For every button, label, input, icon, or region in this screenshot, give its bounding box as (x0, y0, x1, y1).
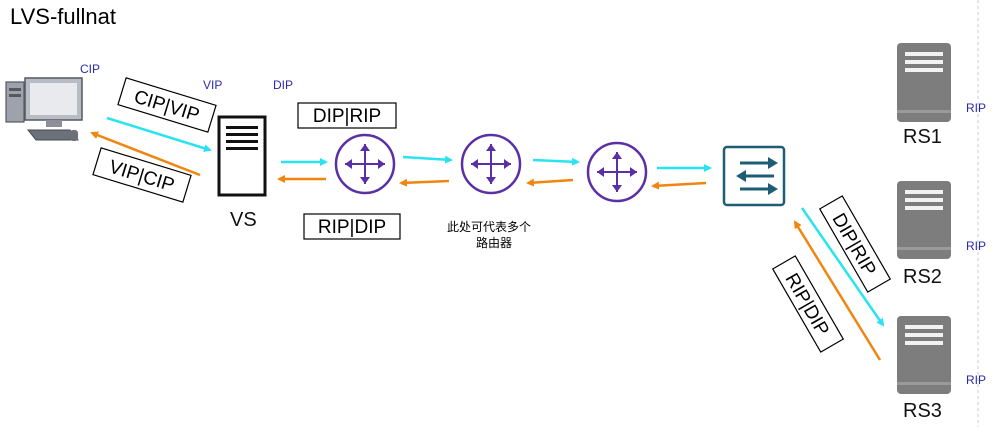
dip-label: DIP (273, 78, 293, 92)
rip-label-rs1: RIP (966, 101, 986, 115)
rs1-server-icon (897, 43, 951, 122)
packet-box-rip-dip-bottom: RIP|DIP (303, 213, 401, 240)
packet-box-dip-rip-top: DIP|RIP (297, 102, 397, 129)
router-note-line2: 路由器 (476, 235, 512, 250)
rs2-server-icon (897, 181, 951, 259)
router-note-line1: 此处可代表多个 (447, 220, 531, 234)
arrow-router2-to-router1 (399, 178, 450, 187)
diagram-title: LVS-fullnat (10, 4, 116, 29)
rs2-label: RS2 (903, 266, 942, 288)
router-icon-1 (334, 133, 396, 195)
arrow-router2-to-router3 (532, 157, 580, 166)
packet-box-cip-vip: CIP|VIP (117, 77, 217, 133)
arrow-rs3-to-switch (793, 220, 882, 361)
packet-text-rip-dip-bottom: RIP|DIP (318, 217, 386, 238)
switch-icon (722, 145, 786, 207)
rs1-label: RS1 (903, 126, 942, 148)
packet-box-vip-cip: VIP|CIP (92, 147, 192, 203)
vs-label: VS (230, 209, 257, 231)
router-icon-3 (586, 141, 648, 203)
arrow-switch-to-router3 (651, 181, 707, 190)
vs-server-icon (217, 115, 267, 197)
rip-label-rs3: RIP (966, 373, 986, 387)
arrow-vs-to-client (90, 131, 201, 177)
client-computer-icon (5, 77, 83, 141)
packet-text-dip-rip-top: DIP|RIP (313, 106, 381, 127)
vip-label: VIP (203, 78, 222, 92)
arrow-router3-to-router2 (526, 178, 574, 187)
arrow-switch-to-rs3 (800, 207, 885, 327)
router-icon-2 (460, 133, 522, 195)
arrow-client-to-vs (106, 116, 212, 153)
cip-label: CIP (80, 62, 100, 76)
packet-box-rip-dip-diag: RIP|DIP (771, 255, 845, 353)
rs3-label: RS3 (903, 400, 942, 422)
rip-label-rs2: RIP (966, 239, 986, 253)
arrow-router1-to-router2 (402, 155, 453, 164)
rs3-server-icon (897, 316, 951, 394)
